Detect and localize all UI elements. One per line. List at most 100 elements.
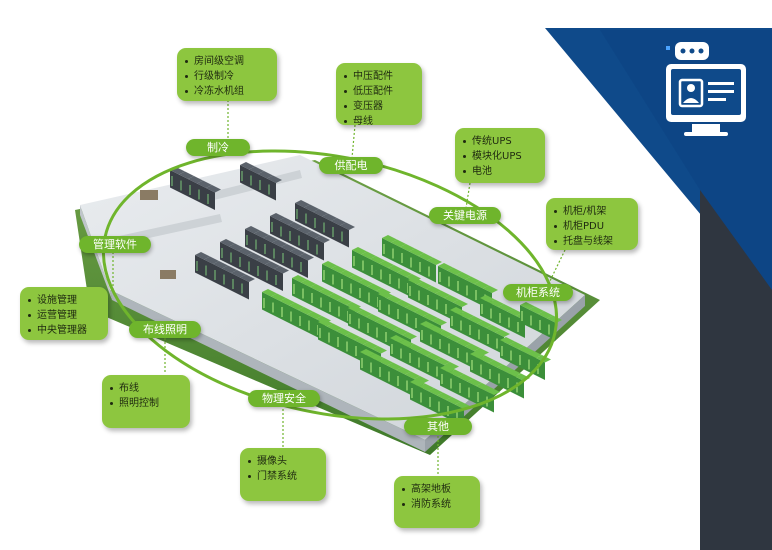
server-rack: [369, 356, 378, 379]
server-rack: [468, 319, 477, 341]
office-furniture: [140, 190, 158, 200]
server-rack: [418, 256, 427, 278]
server-rack: [220, 242, 229, 264]
server-rack-top: [258, 171, 273, 179]
computer-presentation-icon: [666, 42, 746, 136]
server-rack-top: [378, 358, 393, 366]
label-critical-power: 关键电源: [429, 207, 501, 224]
rack-item: 托盘与线架: [554, 234, 630, 249]
server-rack-top: [240, 274, 255, 282]
server-rack: [420, 324, 429, 346]
server-rack: [331, 221, 340, 243]
server-rack-top: [489, 299, 504, 307]
server-rack-top: [354, 337, 369, 345]
server-rack: [349, 277, 358, 300]
server-rack: [231, 273, 240, 295]
server-rack-top: [375, 318, 390, 326]
server-rack-top: [476, 383, 491, 391]
server-rack-top: [265, 261, 280, 269]
server-rack: [396, 370, 405, 392]
server-rack: [240, 165, 249, 187]
server-rack-top: [409, 248, 424, 256]
cooling-item: 房间级空调: [185, 54, 269, 69]
server-rack-top: [340, 222, 355, 230]
server-rack-top: [295, 200, 310, 208]
server-rack-top: [387, 362, 402, 370]
server-rack-top: [527, 350, 542, 358]
server-rack: [399, 342, 408, 365]
other-items-box: 高架地板 消防系统: [394, 476, 480, 528]
other-item: 消防系统: [402, 497, 472, 512]
server-rack: [360, 352, 369, 374]
server-rack: [310, 287, 319, 309]
rack-items-box: 机柜/机架 机柜PDU 托盘与线架: [546, 198, 638, 250]
server-rack-top: [306, 231, 321, 239]
connector-lines: [112, 100, 566, 475]
server-rack-top: [337, 297, 352, 305]
server-rack: [426, 289, 435, 311]
server-rack-top: [340, 270, 355, 278]
cooling-item: 行级制冷: [185, 69, 269, 84]
server-rack-top: [315, 235, 330, 243]
server-rack: [456, 275, 465, 297]
server-rack: [304, 207, 313, 230]
server-rack-top: [507, 308, 522, 316]
server-rack: [520, 305, 529, 327]
power-item: 中压配件: [344, 69, 414, 84]
server-rack-top: [298, 307, 313, 315]
server-rack: [459, 314, 468, 337]
server-rack-top: [408, 344, 423, 352]
server-rack-top: [322, 213, 337, 221]
server-rack: [290, 251, 299, 274]
server-rack-top: [538, 311, 553, 319]
server-rack-top: [378, 291, 393, 299]
security-items-box: 摄像头 门禁系统: [240, 448, 326, 501]
server-rack-top: [518, 346, 533, 354]
server-rack-top: [271, 293, 286, 301]
power-items-box: 中压配件 低压配件 变压器 母线: [336, 63, 422, 127]
server-rack-top: [520, 302, 535, 310]
server-rack: [322, 264, 331, 286]
server-rack: [426, 356, 435, 378]
server-rack-top: [428, 388, 443, 396]
server-rack: [382, 238, 391, 260]
server-rack-top: [470, 351, 485, 359]
rack-rows: [170, 162, 562, 427]
server-rack-top: [529, 306, 544, 314]
server-rack-top: [435, 290, 450, 298]
server-rack: [254, 233, 263, 256]
server-rack-top: [240, 162, 255, 170]
server-rack: [263, 238, 272, 260]
server-rack: [390, 338, 399, 360]
server-rack-top: [279, 217, 294, 225]
server-rack: [440, 368, 449, 390]
server-rack-top: [348, 305, 363, 313]
server-rack-top: [479, 355, 494, 363]
server-rack-top: [483, 285, 498, 293]
server-rack: [428, 391, 437, 413]
server-rack: [378, 361, 387, 383]
server-rack: [409, 251, 418, 274]
server-rack-top: [384, 323, 399, 331]
server-rack-top: [417, 348, 432, 356]
server-rack-top: [349, 274, 364, 282]
server-rack-top: [447, 334, 462, 342]
server-rack: [213, 264, 222, 286]
server-rack-top: [400, 244, 415, 252]
server-rack-top: [474, 281, 489, 289]
server-rack: [328, 296, 337, 318]
label-other: 其他: [404, 418, 472, 435]
server-rack-top: [408, 277, 423, 285]
server-rack-top: [477, 320, 492, 328]
server-rack-top: [390, 335, 405, 343]
server-rack-top: [322, 261, 337, 269]
server-rack: [352, 250, 361, 272]
server-rack-top: [456, 339, 471, 347]
server-rack: [486, 328, 495, 350]
server-rack-top: [379, 260, 394, 268]
server-rack: [247, 255, 256, 278]
server-rack: [438, 266, 447, 288]
server-rack: [529, 309, 538, 332]
server-rack-top: [432, 318, 447, 326]
server-rack-top: [419, 383, 434, 391]
